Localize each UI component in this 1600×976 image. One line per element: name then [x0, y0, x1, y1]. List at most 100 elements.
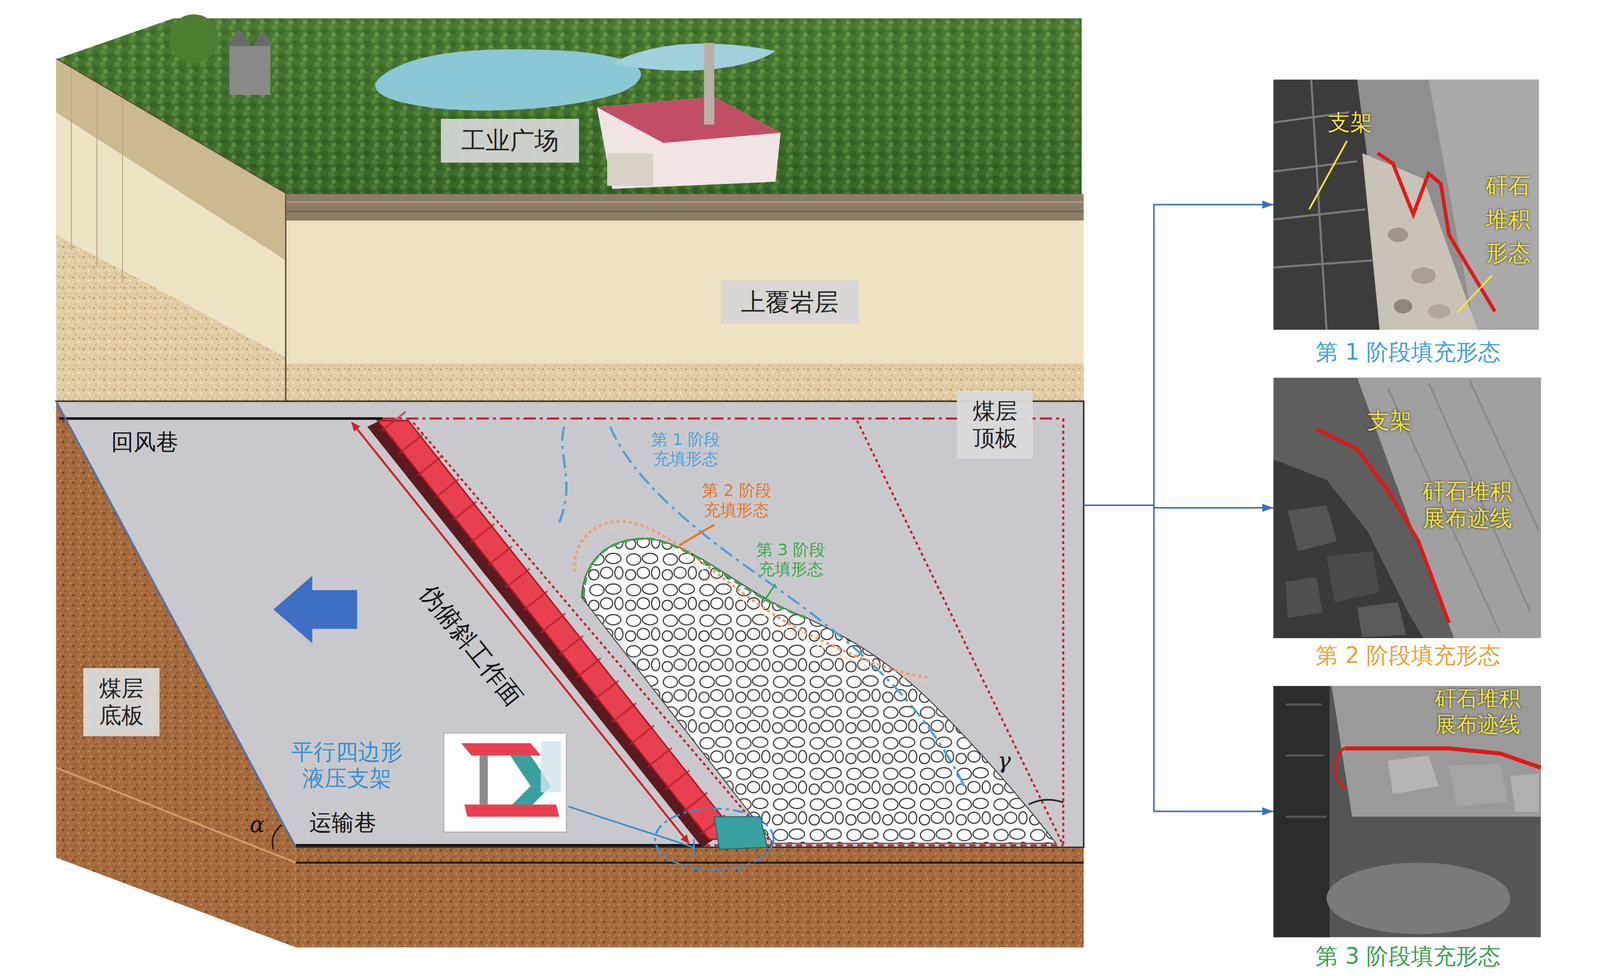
text-label: 煤层 底板 [94, 675, 149, 729]
angle-arcs [272, 799, 1064, 850]
photo-panel [1387, 755, 1439, 794]
photo-panel [1285, 576, 1323, 618]
photo-panel [1273, 377, 1541, 638]
gob-boundary [1062, 418, 1065, 846]
strata [284, 194, 287, 402]
hydraulic-supports [377, 420, 740, 840]
label-box: 上覆岩层 [720, 280, 859, 325]
strata [55, 59, 286, 404]
coal-seam [296, 847, 1084, 948]
photo-panel [1273, 685, 1330, 937]
photo-panel [1273, 459, 1424, 638]
stage-curves [559, 426, 567, 523]
terrain [704, 42, 715, 125]
terrain [606, 152, 653, 186]
text-label: 煤层 顶板 [968, 397, 1022, 452]
panel-caption: 第 1 阶段填充形态 [1315, 338, 1501, 366]
hydraulic-supports [655, 808, 774, 870]
angle-arcs [272, 824, 282, 850]
label-box: 煤层 底板 [83, 667, 160, 736]
terrain [252, 30, 274, 46]
photo-panel [1308, 140, 1347, 210]
support-inset [479, 755, 488, 805]
stage-curves [679, 524, 715, 546]
photo-panel: 矸石堆积 展布迹线第 3 阶段填充形态 [1273, 685, 1541, 937]
photo-panel: 支架矸石 堆积 形态第 1 阶段填充形态 [1273, 79, 1539, 330]
label-box: 工业广场 [440, 118, 580, 163]
coal-seam [296, 843, 705, 847]
stage-curves [763, 583, 776, 602]
terrain [612, 43, 776, 71]
support-inset [692, 839, 695, 856]
photo-label: 支架 [1367, 406, 1413, 434]
photo-label: 矸石堆积 展布迹线 [1430, 685, 1525, 738]
photo-panel [1377, 152, 1495, 311]
photo-panel [1326, 551, 1380, 602]
panel-caption: 第 3 阶段填充形态 [1315, 942, 1501, 970]
text-label: 工业广场 [461, 125, 559, 156]
photo-panel [1273, 685, 1541, 937]
photo-label: 矸石 堆积 形态 [1481, 169, 1535, 270]
strata [96, 83, 98, 268]
photo-panel [1273, 79, 1539, 330]
panel-caption: 第 2 阶段填充形态 [1315, 641, 1501, 669]
terrain [596, 97, 781, 143]
photo-panel [1287, 505, 1337, 552]
photo-label: 矸石堆积 展布迹线 [1418, 478, 1517, 533]
photo-panel [1357, 602, 1406, 637]
stage-label: 第 2 阶段 充填形态 [699, 480, 775, 520]
angle-symbol: γ [997, 746, 1011, 774]
support-inset [461, 743, 541, 756]
connector-arrow [1083, 204, 1274, 506]
roadway-label: 运输巷 [309, 809, 377, 837]
hydraulic-supports [714, 816, 767, 850]
photo-panel [1335, 748, 1346, 788]
hydraulic-supports [392, 420, 725, 840]
photo-panel [1427, 304, 1450, 319]
support-label: 平行四边形 液压支架 [286, 738, 408, 793]
gob-boundary [382, 418, 1064, 846]
photo-panel [1273, 685, 1541, 937]
stage-curves [574, 521, 932, 678]
coal-seam [59, 417, 383, 420]
photo-label: 支架 [1327, 109, 1373, 137]
coal-seam [296, 861, 1084, 864]
photo-panel [1285, 704, 1327, 817]
photo-panel [1331, 685, 1542, 817]
connector-arrow [1083, 504, 1274, 812]
strata [285, 194, 1084, 221]
photo-panel [1449, 763, 1509, 807]
text-label: 上覆岩层 [741, 287, 839, 317]
strata [71, 68, 73, 251]
support-inset [443, 732, 567, 832]
stage-curves [578, 527, 929, 683]
strata [55, 59, 1084, 404]
hydraulic-supports [352, 422, 689, 844]
terrain [226, 28, 251, 46]
photo-panel [1273, 79, 1539, 330]
hydraulic-supports [367, 420, 715, 848]
photo-panel [1345, 748, 1542, 768]
support-inset [568, 806, 694, 847]
photo-panel [1510, 773, 1539, 812]
photo-panel [1387, 227, 1408, 242]
photo-panel [1273, 377, 1541, 638]
support-inset [443, 732, 694, 856]
strata [285, 220, 1084, 364]
angle-symbol: α [249, 811, 265, 839]
strata [285, 210, 1084, 212]
photo-panel [1326, 862, 1511, 935]
strata [55, 112, 286, 358]
photo-panel [1393, 299, 1413, 314]
photo-panel: 支架矸石堆积 展布迹线第 2 阶段填充形态 [1273, 377, 1541, 638]
strata [121, 99, 123, 284]
strata [285, 201, 1084, 204]
photo-panel [1362, 152, 1478, 330]
stage-label: 第 3 阶段 充填形态 [753, 539, 828, 580]
label-box: 煤层 顶板 [956, 390, 1034, 459]
geology-block: 回风巷运输巷伪俯斜工作面工业广场上覆岩层煤层 顶板煤层 底板 [55, 18, 1084, 949]
angle-arcs [1028, 799, 1064, 805]
